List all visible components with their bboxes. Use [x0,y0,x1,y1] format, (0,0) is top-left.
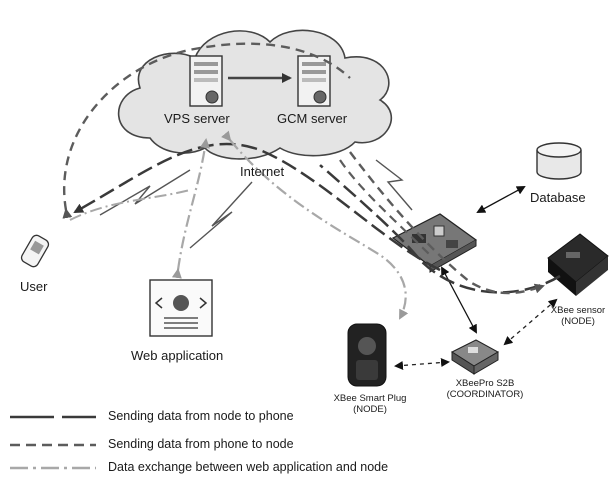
legend-label-node-to-phone: Sending data from node to phone [108,409,294,423]
internet-label: Internet [240,164,285,179]
legend-label-web-exchange: Data exchange between web application an… [108,460,389,474]
database-label: Database [530,190,586,205]
sensor-coordinator-link [503,298,558,346]
lightning-icon [189,181,253,249]
flow-phone-to-node [62,42,351,219]
gateway-board-icon [391,213,478,273]
xbee-smart-plug-icon [347,323,387,387]
flow-node-to-phone [73,142,441,272]
legend-label-phone-to-node: Sending data from phone to node [108,437,294,451]
flow-web-exchange [69,189,191,221]
legend [10,415,96,470]
flow-web-exchange [221,130,409,320]
vps-server-label: VPS server [164,111,230,126]
xbee-plug-role: (NODE) [353,404,387,415]
gcm-server-label: GCM server [277,111,348,126]
lightning-icon [99,169,191,216]
flow-phone-to-node [339,159,431,256]
plug-coordinator-link [394,358,450,370]
gcm-server-icon [297,55,331,107]
xbeepro-role: (COORDINATOR) [446,389,524,400]
xbee-sensor-label: XBee sensor (NODE) [544,305,612,327]
phone-icon [20,234,50,268]
user-label: User [20,279,48,294]
xbee-sensor-role: (NODE) [561,316,595,327]
db-link-arrow [476,186,526,213]
gateway-coordinator-link [441,266,477,334]
database-icon [536,142,582,180]
web-application-label: Web application [131,348,224,363]
xbee-sensor-name: XBee sensor [550,305,606,316]
lightning-icon [375,159,413,211]
web-application-icon [149,279,213,337]
xbeepro-label: XBeePro S2B (COORDINATOR) [440,378,530,400]
xbee-plug-label: XBee Smart Plug (NODE) [322,393,418,415]
xbee-sensor-icon [547,233,609,296]
xbeepro-coordinator-icon [450,339,500,375]
vps-server-icon [189,55,223,107]
internet-cloud [117,29,393,160]
xbeepro-name: XBeePro S2B [455,378,515,389]
xbee-plug-name: XBee Smart Plug [333,393,407,404]
flow-web-exchange [171,138,210,279]
